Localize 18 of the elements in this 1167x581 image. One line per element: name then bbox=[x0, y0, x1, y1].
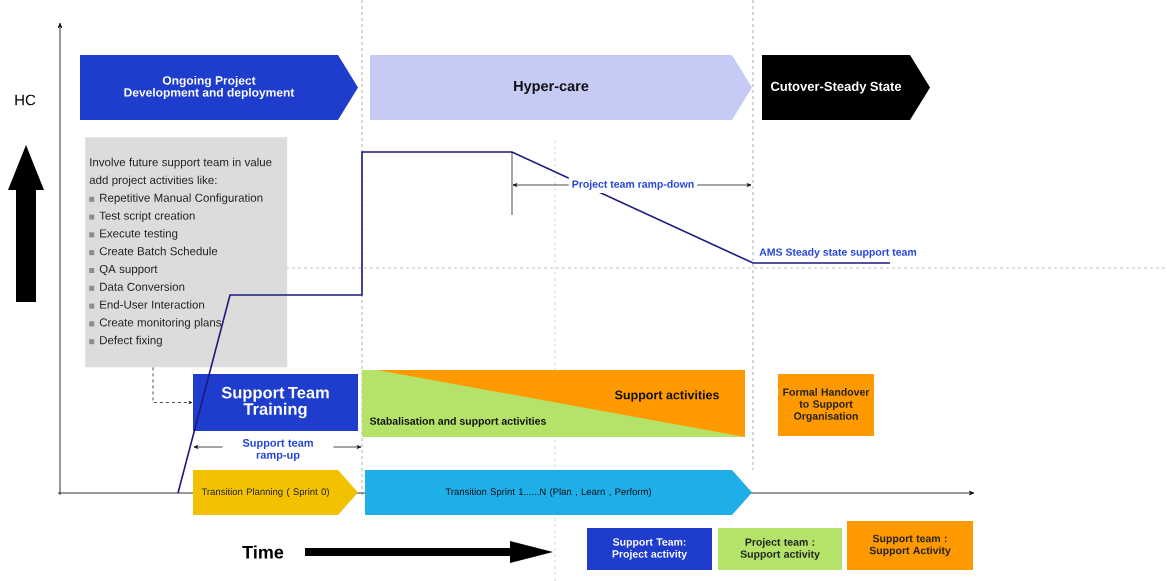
axis-label: HC bbox=[15, 94, 36, 106]
process-box: Support Team Training bbox=[193, 374, 358, 431]
axis-label: Time bbox=[242, 545, 284, 559]
legend-item: Project team : Support activity bbox=[718, 528, 842, 570]
phase-banner: Transition Sprint 1......N (Plan , Learn , Perform) bbox=[365, 470, 752, 515]
annotation-label: Project team ramp-down bbox=[568, 177, 698, 193]
legend-item: Support Team: Project activity bbox=[587, 528, 712, 570]
phase-banner: Hyper-care bbox=[370, 55, 752, 120]
activity-band: Support activities Stabalisation and support activities bbox=[362, 370, 745, 437]
connector bbox=[152, 367, 193, 404]
activity-list-box: Involve future support team in value add project activities like: Repetitive Manual Configuration Test script creation Execute testing Create Batch Schedule QA support Data Conversion End-User Interaction Create monitoring plans Defect fixing bbox=[85, 137, 288, 368]
phase-banner: Cutover-Steady State bbox=[762, 55, 930, 120]
process-box: Formal Handover to Support Organisation bbox=[778, 374, 874, 436]
legend-item: Support team : Support Activity bbox=[847, 521, 973, 570]
phase-banner: Ongoing Project Development and deployment bbox=[80, 55, 358, 120]
annotation-label: Support team ramp-up bbox=[222, 436, 334, 464]
annotation-label: AMS Steady state support team bbox=[759, 248, 917, 258]
phase-banner: Transition Planning ( Sprint 0) bbox=[193, 470, 358, 515]
